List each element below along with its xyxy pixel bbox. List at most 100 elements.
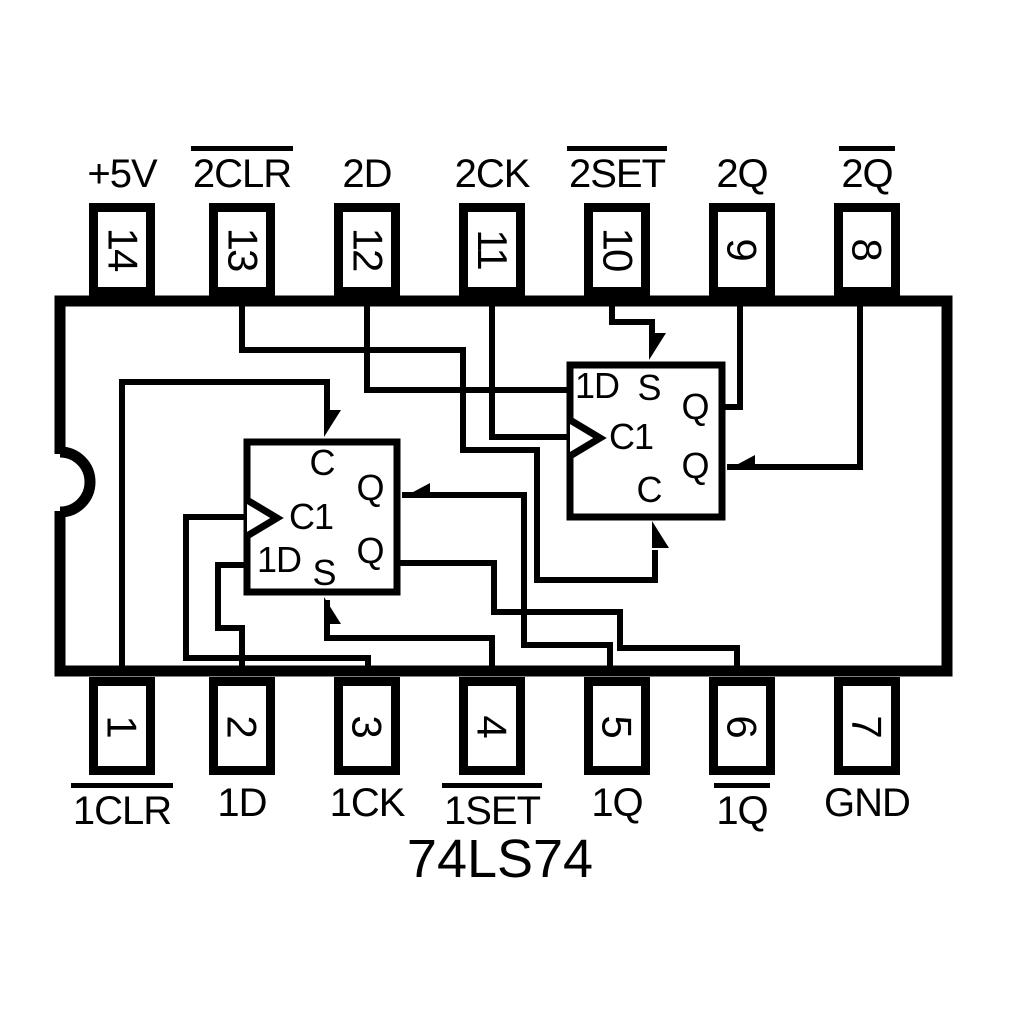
pin-number: 2	[218, 715, 266, 737]
pin-9-column: 2Q 9	[667, 126, 817, 296]
pin-label-text: GND	[824, 781, 911, 825]
pin-number: 3	[343, 715, 391, 737]
ff2-q-label: Q	[681, 386, 709, 427]
pin-label-text: 1SET	[441, 783, 543, 831]
pin-9-box: 9	[709, 202, 775, 296]
pin-number: 11	[468, 229, 516, 270]
pin-3-box: 3	[334, 677, 400, 775]
ff1-clock-triangle-icon	[245, 496, 284, 540]
ff2-clear-label: C	[636, 469, 663, 510]
pin-4-label: 1SET	[441, 783, 543, 831]
pin-6-label: 1Q	[714, 783, 770, 831]
arrow-ff2-set-icon	[649, 333, 666, 360]
pin-label-text: 1Q	[714, 783, 770, 831]
notch-icon	[59, 446, 96, 518]
pin-5-label: 1Q	[589, 783, 644, 823]
pin-3-label: 1CK	[328, 783, 407, 823]
pin-12-box: 12	[334, 202, 400, 296]
pin-4-box: 4	[459, 677, 525, 775]
pin-number: 1	[98, 715, 146, 737]
pin-number: 8	[843, 238, 891, 261]
pin-number: 6	[718, 715, 766, 737]
pin-8-box: 8	[834, 202, 900, 296]
pin-1-box: 1	[89, 677, 155, 775]
pin-13-column: 2CLR 13	[167, 126, 317, 296]
pin-number: 5	[593, 715, 641, 737]
ff1-data-label: 1D	[256, 539, 302, 580]
pin-14-column: +5V 14	[47, 126, 197, 296]
arrow-ff1-clear-icon	[324, 410, 341, 437]
pin-14-box: 14	[89, 202, 155, 296]
pin-label-text: +5V	[87, 151, 157, 196]
pin-8-column: 2Q 8	[792, 126, 942, 296]
pin-13-box: 13	[209, 202, 275, 296]
pin-6-box: 6	[709, 677, 775, 775]
ff2-set-label: S	[637, 367, 661, 408]
pin-number: 4	[468, 715, 516, 737]
wire-pin3-to-ff1-clock	[183, 514, 371, 672]
pin-label-text: 1D	[217, 781, 267, 825]
wire-pin10-to-ff2-set	[609, 300, 655, 336]
pin-label-text: 1CK	[329, 781, 406, 825]
pin-label-text: 2CLR	[190, 145, 294, 194]
ff1-set-label: S	[312, 552, 336, 593]
wire-pin11-to-ff2-clock	[489, 302, 570, 440]
wire-pin2-to-ff1-data	[215, 562, 247, 672]
pin-number: 7	[843, 715, 891, 737]
arrow-ff1-q-icon	[402, 483, 430, 498]
wire-ff1-q-to-pin5	[402, 492, 613, 672]
pin-label-text: 2CK	[454, 151, 531, 196]
pin-2-column: 2 1D	[167, 677, 317, 823]
pin-5-box: 5	[584, 677, 650, 775]
pin-6-column: 6 1Q	[667, 677, 817, 831]
wire-pin1-to-ff1-clear	[119, 379, 330, 672]
pin-7-label: GND	[822, 783, 912, 823]
pin-12-label: 2D	[340, 126, 393, 194]
pin-label-text: 1Q	[591, 781, 643, 825]
pin-1-column: 1 1CLR	[47, 677, 197, 831]
pin-2-label: 1D	[215, 783, 268, 823]
ff1-q-label: Q	[356, 467, 384, 508]
arrow-ff1-set-icon	[324, 597, 341, 624]
pin-7-box: 7	[834, 677, 900, 775]
pin-9-label: 2Q	[714, 126, 769, 194]
pin-label-text: 2Q	[716, 151, 768, 196]
pin-label-text: 2D	[342, 151, 392, 196]
wire-ff1-qbar-to-pin6	[400, 560, 740, 672]
pin-14-label: +5V	[85, 126, 158, 194]
ff2-qbar-label: Q	[681, 445, 709, 486]
pin-10-label: 2SET	[566, 126, 668, 194]
pin-4-column: 4 1SET	[417, 677, 567, 831]
chip-body	[54, 295, 953, 677]
pin-7-column: 7 GND	[792, 677, 942, 823]
ff1-clear-label: C	[309, 442, 336, 483]
pin-12-column: 2D 12	[292, 126, 442, 296]
ff2-clock-triangle-icon	[568, 416, 607, 460]
pin-number: 14	[99, 228, 146, 271]
pin-10-box: 10	[584, 202, 650, 296]
wire-pin12-to-ff2-data	[364, 302, 570, 393]
pin-number: 9	[718, 238, 766, 261]
pin-11-column: 2CK 11	[417, 126, 567, 296]
pin-11-box: 11	[459, 202, 525, 296]
ff2-clock-label: C1	[608, 416, 654, 457]
pin-10-column: 2SET 10	[542, 126, 692, 296]
pin-3-column: 3 1CK	[292, 677, 442, 823]
pin-11-label: 2CK	[453, 126, 532, 194]
pin-number: 12	[344, 228, 391, 271]
arrow-ff2-clear-icon	[652, 521, 669, 548]
pin-13-label: 2CLR	[190, 126, 294, 194]
wire-ff2-q-to-pin9	[725, 300, 743, 410]
pin-number: 13	[219, 228, 266, 271]
pin-label-text: 1CLR	[70, 783, 174, 831]
pin-2-box: 2	[209, 677, 275, 775]
ff2-data-label: 1D	[574, 365, 620, 406]
ff1-clock-label: C1	[288, 496, 334, 537]
pin-1-label: 1CLR	[70, 783, 174, 831]
pin-5-column: 5 1Q	[542, 677, 692, 823]
pin-8-label: 2Q	[839, 126, 895, 194]
pin-label-text: 2Q	[839, 145, 895, 194]
pin-label-text: 2SET	[566, 145, 668, 194]
